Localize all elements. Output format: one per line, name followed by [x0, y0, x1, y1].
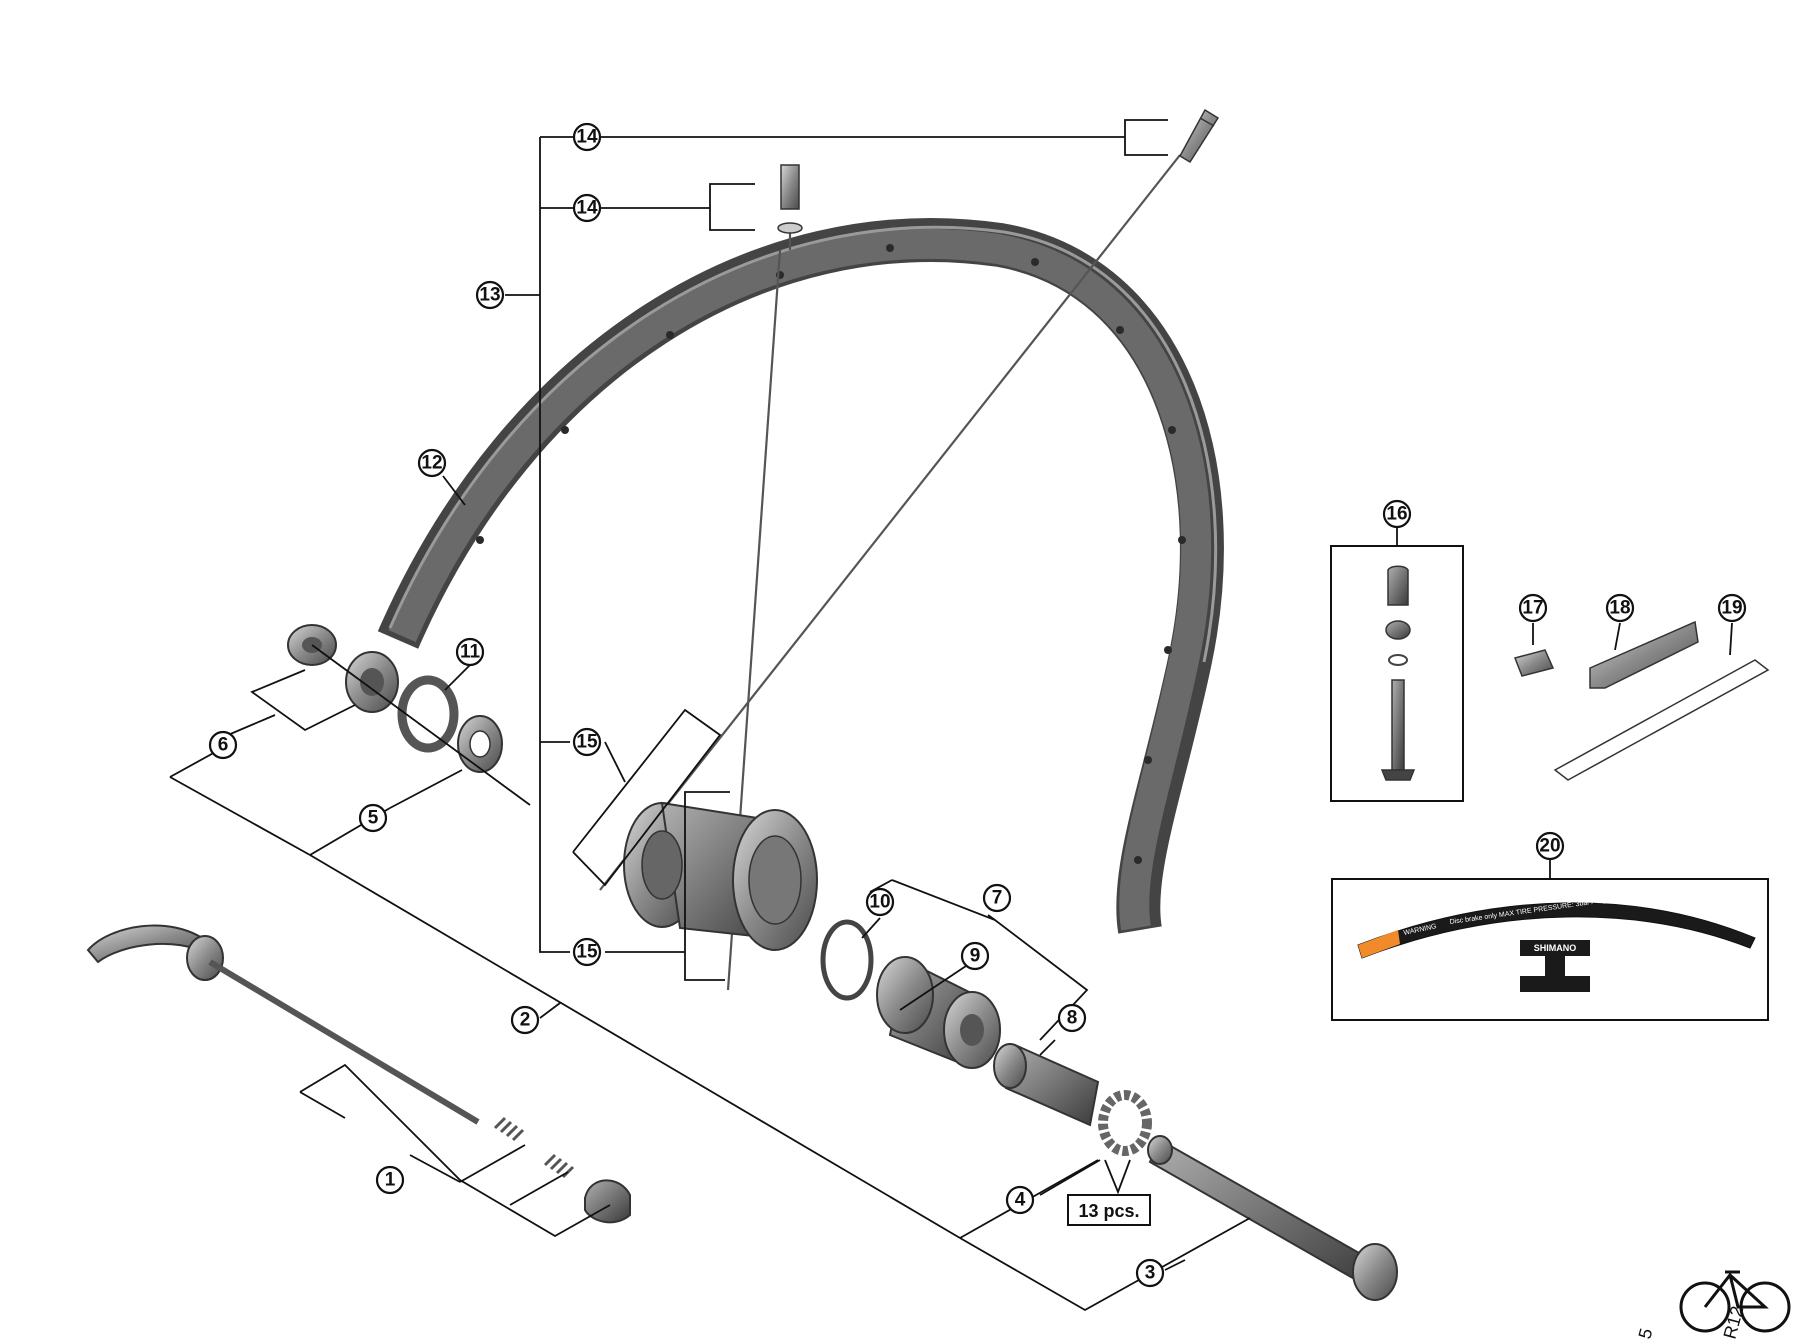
svg-text:2: 2 [520, 1010, 531, 1031]
quick-release-skewer [86, 924, 480, 1125]
callout-20: 20 [1535, 831, 1565, 861]
washer [397, 675, 459, 753]
callout-10: 10 [865, 887, 895, 917]
callout-18: 18 [1605, 593, 1635, 623]
magnet-block [1513, 649, 1555, 677]
valve-nut [1385, 620, 1411, 640]
svg-text:7: 7 [992, 888, 1003, 909]
callout-5: 5 [358, 803, 388, 833]
lock-nut [457, 715, 503, 773]
svg-text:4: 4 [1015, 1190, 1026, 1211]
callout-14-top: 14 [572, 122, 602, 152]
svg-text:20: 20 [1539, 836, 1560, 857]
shimano-logo-decal: SHIMANO [1520, 940, 1590, 992]
qr-spring-2 [543, 1153, 575, 1179]
svg-text:9: 9 [970, 946, 981, 967]
callout-19: 19 [1717, 593, 1747, 623]
callout-8: 8 [1057, 1003, 1087, 1033]
valve-washer [1388, 654, 1408, 666]
ball-bearings [1098, 1090, 1152, 1156]
spoke-wrench [1589, 620, 1699, 689]
svg-text:18: 18 [1609, 598, 1630, 619]
svg-text:17: 17 [1522, 598, 1543, 619]
svg-text:16: 16 [1386, 504, 1407, 525]
callout-7: 7 [982, 883, 1012, 913]
qr-spring-1 [493, 1116, 525, 1142]
callout-14-middle: 14 [572, 193, 602, 223]
svg-text:5: 5 [368, 808, 379, 829]
svg-text:6: 6 [218, 735, 229, 756]
svg-text:14: 14 [576, 198, 598, 219]
axle [1147, 1135, 1398, 1301]
o-ring [820, 919, 874, 1001]
callout-15-upper: 15 [572, 727, 602, 757]
svg-text:12: 12 [421, 453, 442, 474]
callout-2: 2 [510, 1005, 540, 1035]
svg-text:8: 8 [1067, 1008, 1078, 1029]
callout-16: 16 [1382, 499, 1412, 529]
valve-cap [1387, 565, 1409, 606]
svg-text:3: 3 [1145, 1263, 1156, 1284]
callout-15-lower: 15 [572, 937, 602, 967]
svg-text:1: 1 [385, 1170, 396, 1191]
callout-1: 1 [375, 1165, 405, 1195]
callout-12: 12 [417, 448, 447, 478]
hub-body [623, 801, 818, 951]
spoke-nipple-top [1178, 108, 1220, 164]
callout-3: 3 [1135, 1258, 1165, 1288]
svg-text:15: 15 [576, 732, 598, 753]
svg-text:13: 13 [479, 285, 500, 306]
svg-text:14: 14 [576, 127, 598, 148]
callout-9: 9 [960, 941, 990, 971]
corner-text-a: 5 [1635, 1326, 1657, 1341]
callout-17: 17 [1518, 593, 1548, 623]
spoke-nipple-middle [777, 164, 803, 234]
svg-text:19: 19 [1721, 598, 1742, 619]
callout-13: 13 [475, 280, 505, 310]
axle-spacer [993, 1043, 1100, 1127]
corner-text-b: R12 [1720, 1304, 1748, 1341]
svg-text:15: 15 [576, 942, 598, 963]
svg-text:11: 11 [460, 642, 481, 663]
freehub-body [876, 956, 1001, 1069]
quantity-label: 13 pcs. [1067, 1194, 1151, 1226]
end-cap-inner [345, 651, 399, 713]
callout-6: 6 [208, 730, 238, 760]
svg-text:13 pcs.: 13 pcs. [1078, 1201, 1139, 1221]
callout-11: 11 [455, 637, 485, 667]
rim-tape [1553, 659, 1770, 781]
svg-text:10: 10 [869, 892, 890, 913]
valve-stem [1380, 679, 1416, 781]
shimano-text: SHIMANO [1534, 943, 1577, 953]
bicycle-icon [1679, 1270, 1791, 1333]
callout-4: 4 [1005, 1185, 1035, 1215]
rim [377, 218, 1224, 934]
